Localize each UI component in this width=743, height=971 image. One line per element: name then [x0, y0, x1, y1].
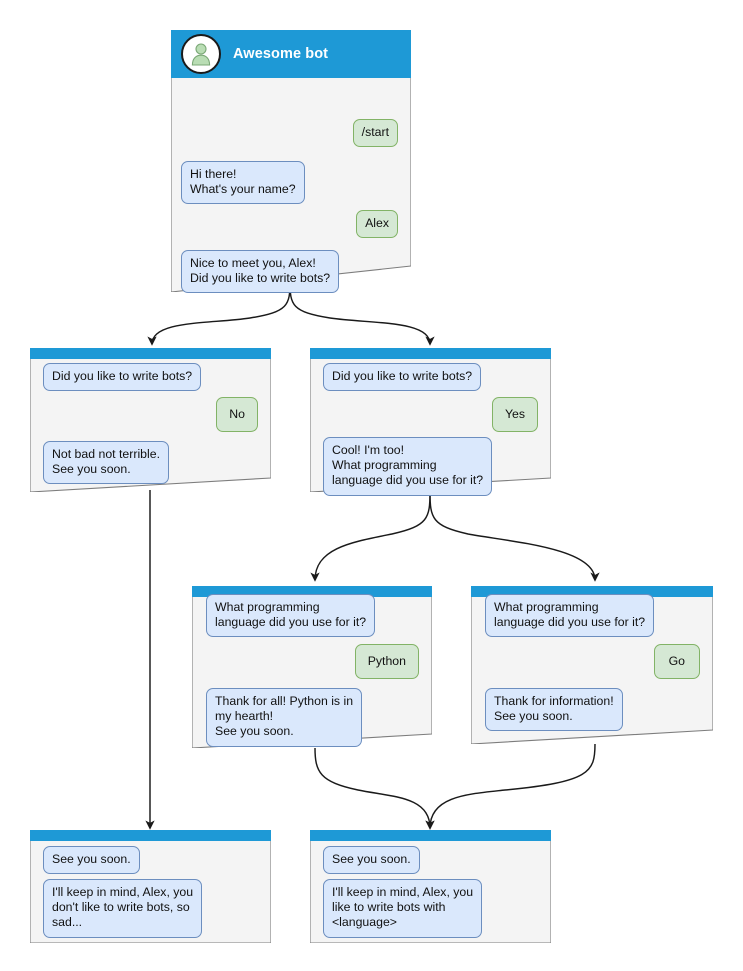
chat-bubble-bot: What programming language did you use fo…: [485, 594, 655, 638]
node-end-happy-header: [310, 830, 551, 841]
node-start-chat: /start Hi there! What's your name? Alex …: [171, 78, 411, 294]
chat-bubble-bot: What programming language did you use fo…: [206, 594, 376, 638]
node-go-branch[interactable]: What programming language did you use fo…: [471, 586, 713, 744]
node-end-sad[interactable]: See you soon. I'll keep in mind, Alex, y…: [30, 830, 271, 943]
chat-bubble-user: Go: [653, 644, 700, 680]
node-python-branch[interactable]: What programming language did you use fo…: [192, 586, 432, 748]
node-go-branch-header: [471, 586, 713, 597]
chat-bubble-user: /start: [352, 119, 398, 148]
chat-bubble-bot: I'll keep in mind, Alex, you like to wri…: [323, 879, 483, 938]
edge-python-to-end-happy: [314, 747, 435, 830]
node-end-happy[interactable]: See you soon. I'll keep in mind, Alex, y…: [310, 830, 551, 943]
chat-bubble-bot: Cool! I'm too! What programming language…: [323, 437, 493, 496]
edge-yes-to-python: [310, 491, 431, 582]
node-no-branch[interactable]: Did you like to write bots? No Not bad n…: [30, 348, 271, 492]
chat-bubble-bot: Not bad not terrible. See you soon.: [43, 441, 170, 485]
chat-bubble-user: No: [216, 397, 258, 433]
node-no-branch-header: [30, 348, 271, 359]
person-avatar-icon: [181, 34, 221, 74]
chat-bubble-bot: Thank for information! See you soon.: [485, 688, 623, 732]
chat-bubble-user: Yes: [491, 397, 538, 433]
node-python-branch-header: [192, 586, 432, 597]
chat-bubble-bot: See you soon.: [43, 846, 140, 875]
chat-bubble-user: Python: [354, 644, 419, 680]
chat-bubble-bot: I'll keep in mind, Alex, you don't like …: [43, 879, 203, 938]
chat-bubble-bot: Hi there! What's your name?: [181, 161, 305, 205]
node-start[interactable]: Awesome bot /start Hi there! What's your…: [171, 30, 411, 294]
edge-go-to-end-happy: [425, 743, 596, 830]
node-end-sad-header: [30, 830, 271, 841]
chat-bubble-user: Alex: [356, 210, 398, 239]
node-start-header: Awesome bot: [171, 30, 411, 78]
chat-bubble-bot: Thank for all! Python is in my hearth! S…: [206, 688, 363, 747]
edge-yes-to-go: [429, 491, 600, 582]
chat-bubble-bot: Nice to meet you, Alex! Did you like to …: [181, 250, 340, 294]
chat-bubble-bot: See you soon.: [323, 846, 420, 875]
chat-bubble-bot: Did you like to write bots?: [323, 363, 482, 392]
node-yes-branch[interactable]: Did you like to write bots? Yes Cool! I'…: [310, 348, 551, 496]
node-yes-branch-header: [310, 348, 551, 359]
chat-bubble-bot: Did you like to write bots?: [43, 363, 202, 392]
node-start-title: Awesome bot: [233, 46, 329, 62]
